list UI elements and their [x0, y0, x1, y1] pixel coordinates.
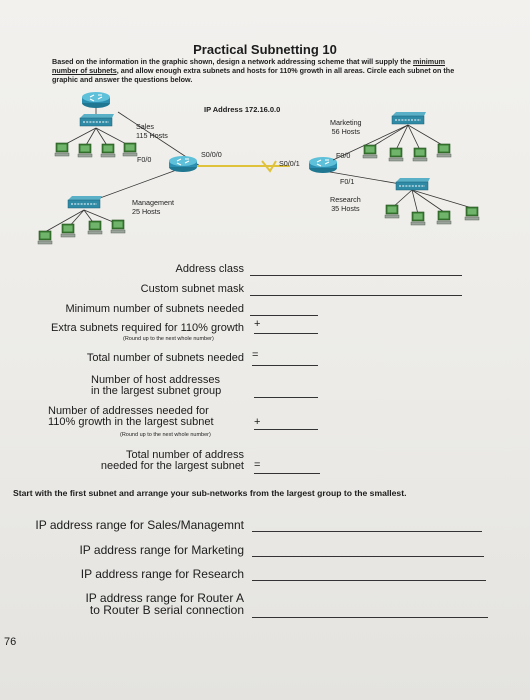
management-hosts: 25 Hosts [132, 206, 161, 216]
custom-mask-label: Custom subnet mask [140, 283, 244, 295]
growth-line-1: Number of addresses needed for [48, 405, 209, 417]
round-note: (Round up to the next whole number) [123, 336, 214, 342]
min-subnets-label: Minimum number of subnets needed [65, 303, 244, 315]
growth-line-2: 110% growth in the largest subnet [48, 416, 214, 428]
router-b-icon [308, 156, 338, 174]
page-title: Practical Subnetting 10 [193, 42, 337, 57]
sales-mgmt-range-field[interactable] [252, 531, 482, 532]
pc-icon [436, 210, 452, 225]
research-switch-icon [395, 177, 431, 191]
pc-icon [410, 211, 426, 226]
pc-icon [362, 144, 378, 159]
pc-icon [412, 147, 428, 162]
serial-range-line-2: to Router B serial connection [89, 603, 244, 617]
research-hosts: 35 Hosts [331, 203, 360, 213]
marketing-range-label: IP address range for Marketing [79, 543, 244, 557]
instructions-paragraph: Based on the information in the graphic … [52, 57, 462, 84]
sales-switch-icon [79, 113, 115, 127]
pc-icon [436, 143, 452, 158]
marketing-hosts: 56 Hosts [331, 126, 360, 136]
total-addresses-line-2: needed for the largest subnet [100, 460, 244, 472]
equals-sign: = [254, 459, 261, 471]
total-addresses-line-1: Total number of address [125, 449, 244, 461]
address-class-answer-field[interactable] [250, 275, 462, 276]
router-b-f0-label: F0/0 [336, 151, 351, 160]
total-addresses-answer-field[interactable] [254, 473, 320, 474]
research-range-field[interactable] [252, 580, 486, 581]
sales-hosts: 115 Hosts [136, 130, 168, 140]
pc-icon [122, 142, 138, 157]
intro-underlined: minimum number of subnets [52, 57, 445, 75]
router-a-f0-label: F0/0 [137, 155, 152, 164]
management-name: Management [132, 198, 174, 207]
management-lan [37, 167, 183, 245]
pc-icon [384, 204, 400, 219]
research-range-label: IP address range for Research [80, 567, 244, 581]
page-number: 76 [4, 636, 17, 648]
management-switch-icon [67, 195, 103, 209]
start-instruction: Start with the first subnet and arrange … [13, 488, 407, 498]
router-a-icon [168, 155, 198, 173]
extra-subnets-label: Extra subnets required for 110% growth [50, 322, 244, 334]
pc-icon [54, 142, 70, 157]
pc-icon [388, 147, 404, 162]
round-note: (Round up to the next whole number) [120, 432, 211, 438]
marketing-switch-icon [391, 111, 427, 125]
intro-text-after: , and allow enough extra subnets and hos… [52, 66, 455, 84]
address-class-label: Address class [175, 263, 244, 275]
total-subnets-label: Total number of subnets needed [86, 352, 244, 364]
host-addresses-line-1: Number of host addresses [91, 374, 221, 386]
plus-sign: + [254, 318, 261, 330]
research-name: Research [330, 195, 361, 204]
intro-text-before: Based on the information in the graphic … [52, 57, 414, 66]
host-addresses-line-2: in the largest subnet group [91, 385, 222, 397]
serial-range-line-1: IP address range for Router A [85, 591, 244, 605]
pc-icon [464, 206, 480, 221]
sales-mgmt-range-label: IP address range for Sales/Managemnt [35, 518, 244, 532]
host-addresses-answer-field[interactable] [254, 397, 318, 398]
marketing-name: Marketing [330, 118, 362, 127]
pc-icon [87, 220, 103, 235]
pc-icon [37, 230, 53, 245]
pc-icon [60, 223, 76, 238]
growth-addresses-answer-field[interactable] [254, 429, 318, 430]
router-a-s0-label: S0/0/0 [201, 150, 222, 159]
sales-lan [54, 91, 201, 167]
pc-icon [110, 219, 126, 234]
total-subnets-answer-field[interactable] [252, 365, 318, 366]
marketing-lan [332, 111, 452, 162]
serial-range-field[interactable] [252, 617, 488, 618]
min-subnets-answer-field[interactable] [250, 315, 318, 316]
pc-icon [77, 143, 93, 158]
pc-icon [100, 143, 116, 158]
custom-mask-answer-field[interactable] [250, 295, 462, 296]
sales-router-icon [81, 91, 111, 109]
ip-address-label: IP Address 172.16.0.0 [204, 105, 281, 114]
sales-name: Sales [136, 122, 154, 131]
marketing-range-field[interactable] [252, 556, 484, 557]
plus-sign: + [254, 416, 261, 428]
research-lan [329, 171, 480, 226]
router-b-f1-label: F0/1 [340, 177, 355, 186]
extra-subnets-answer-field[interactable] [254, 333, 318, 334]
equals-sign: = [252, 349, 259, 361]
router-b-s1-label: S0/0/1 [279, 159, 300, 168]
